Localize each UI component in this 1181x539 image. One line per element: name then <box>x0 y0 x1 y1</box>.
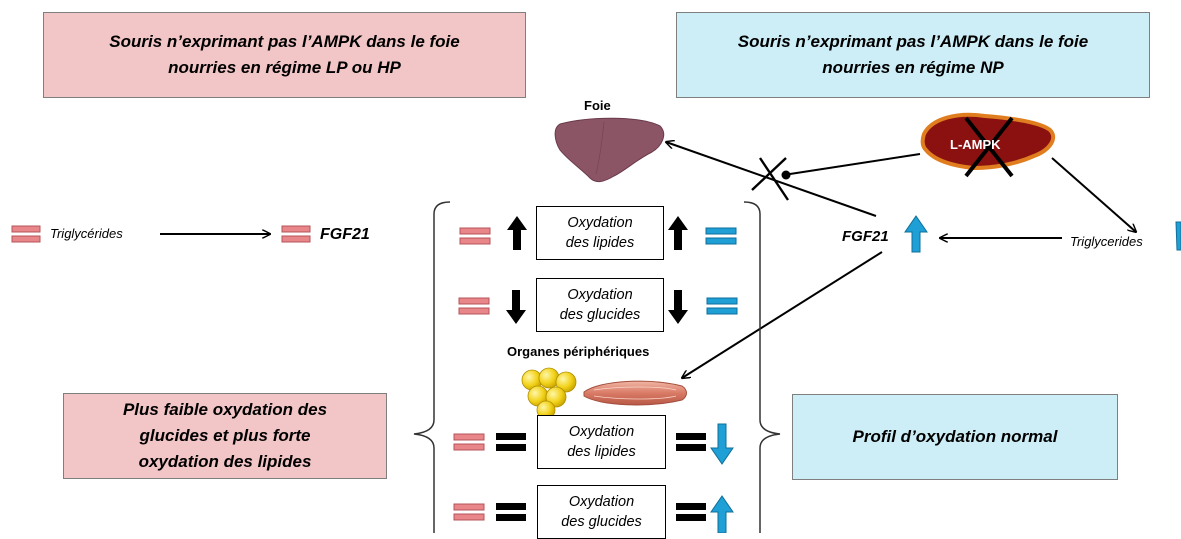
lipid-oxidation-box-top: Oxydation des lipides <box>536 206 664 260</box>
header-left-box: Souris n’exprimant pas l’AMPK dans le fo… <box>43 12 526 98</box>
conclusion-left-line1: Plus faible oxydation des <box>122 400 328 419</box>
conclusion-left-line3: oxydation des lipides <box>138 452 312 471</box>
blue-up-arrow-icon <box>904 215 928 253</box>
liver-label: Foie <box>584 98 611 113</box>
lipid-oxidation-line1: Oxydation <box>567 215 633 231</box>
black-down-arrow-icon <box>668 290 688 324</box>
header-left-line1: Souris n’exprimant pas l’AMPK dans le fo… <box>109 32 460 51</box>
conclusion-right-box: Profil d’oxydation normal <box>792 394 1118 480</box>
black-up-arrow-icon <box>507 216 527 250</box>
pink-equal-icon <box>453 433 485 451</box>
pink-equal-icon <box>281 225 311 243</box>
lipid-oxidation-line2: des lipides <box>565 235 635 251</box>
black-equal-icon <box>496 503 526 521</box>
adipose-tissue-icon <box>521 367 577 420</box>
pink-equal-icon <box>453 503 485 521</box>
header-right-box: Souris n’exprimant pas l’AMPK dans le fo… <box>676 12 1150 98</box>
right-brace <box>743 201 781 533</box>
black-equal-icon <box>496 433 526 451</box>
pink-equal-icon <box>11 225 41 243</box>
fgf21-left-label: FGF21 <box>320 226 370 243</box>
conclusion-left-box: Plus faible oxydation des glucides et pl… <box>63 393 387 479</box>
glucid-oxidation-line1: Oxydation <box>567 287 633 303</box>
left-brace <box>413 201 451 533</box>
fgf21-right-label: FGF21 <box>842 228 889 245</box>
glucid-oxidation-line2: des glucides <box>559 307 641 323</box>
header-right-line2: nourries en régime NP <box>822 58 1004 77</box>
l-ampk-label: L-AMPK <box>950 137 1001 152</box>
black-up-arrow-icon <box>668 216 688 250</box>
l-ampk-liver-icon <box>920 112 1056 171</box>
pink-equal-icon <box>458 297 490 315</box>
header-left-line2: nourries en régime LP ou HP <box>168 58 401 77</box>
conclusion-left-line2: glucides et plus forte <box>139 426 311 445</box>
blue-equal-icon <box>706 297 738 315</box>
conclusion-right-text: Profil d’oxydation normal <box>852 427 1058 446</box>
blue-up-arrow-icon <box>1175 221 1181 251</box>
black-equal-icon <box>676 433 706 451</box>
glucid-oxidation-box-bottom: Oxydation des glucides <box>537 485 666 539</box>
blue-down-arrow-icon <box>710 423 734 465</box>
blue-equal-icon <box>705 227 737 245</box>
peripheral-organs-label: Organes périphériques <box>507 344 650 359</box>
black-down-arrow-icon <box>506 290 526 324</box>
glucid-oxidation-line1: Oxydation <box>568 494 635 510</box>
fgf21-to-liver-arrow <box>666 142 877 217</box>
pink-equal-icon <box>459 227 491 245</box>
lipid-oxidation-line1: Oxydation <box>568 424 635 440</box>
black-equal-icon <box>676 503 706 521</box>
header-right-line1: Souris n’exprimant pas l’AMPK dans le fo… <box>737 32 1089 51</box>
fgf21-to-organs-arrow <box>682 251 883 378</box>
triglycerides-left-label: Triglycérides <box>50 226 123 241</box>
glucid-oxidation-line2: des glucides <box>561 514 642 530</box>
triglycerides-right-label: Triglycerides <box>1070 234 1143 249</box>
liver-icon <box>554 117 665 183</box>
lipid-oxidation-line2: des lipides <box>567 444 636 460</box>
glucid-oxidation-box-top: Oxydation des glucides <box>536 278 664 332</box>
muscle-icon <box>583 380 687 406</box>
blue-up-arrow-icon <box>710 495 734 533</box>
lipid-oxidation-box-bottom: Oxydation des lipides <box>537 415 666 469</box>
ampk-to-triglycerides-arrow <box>1051 157 1136 232</box>
inhibition-dot-icon <box>781 170 791 180</box>
